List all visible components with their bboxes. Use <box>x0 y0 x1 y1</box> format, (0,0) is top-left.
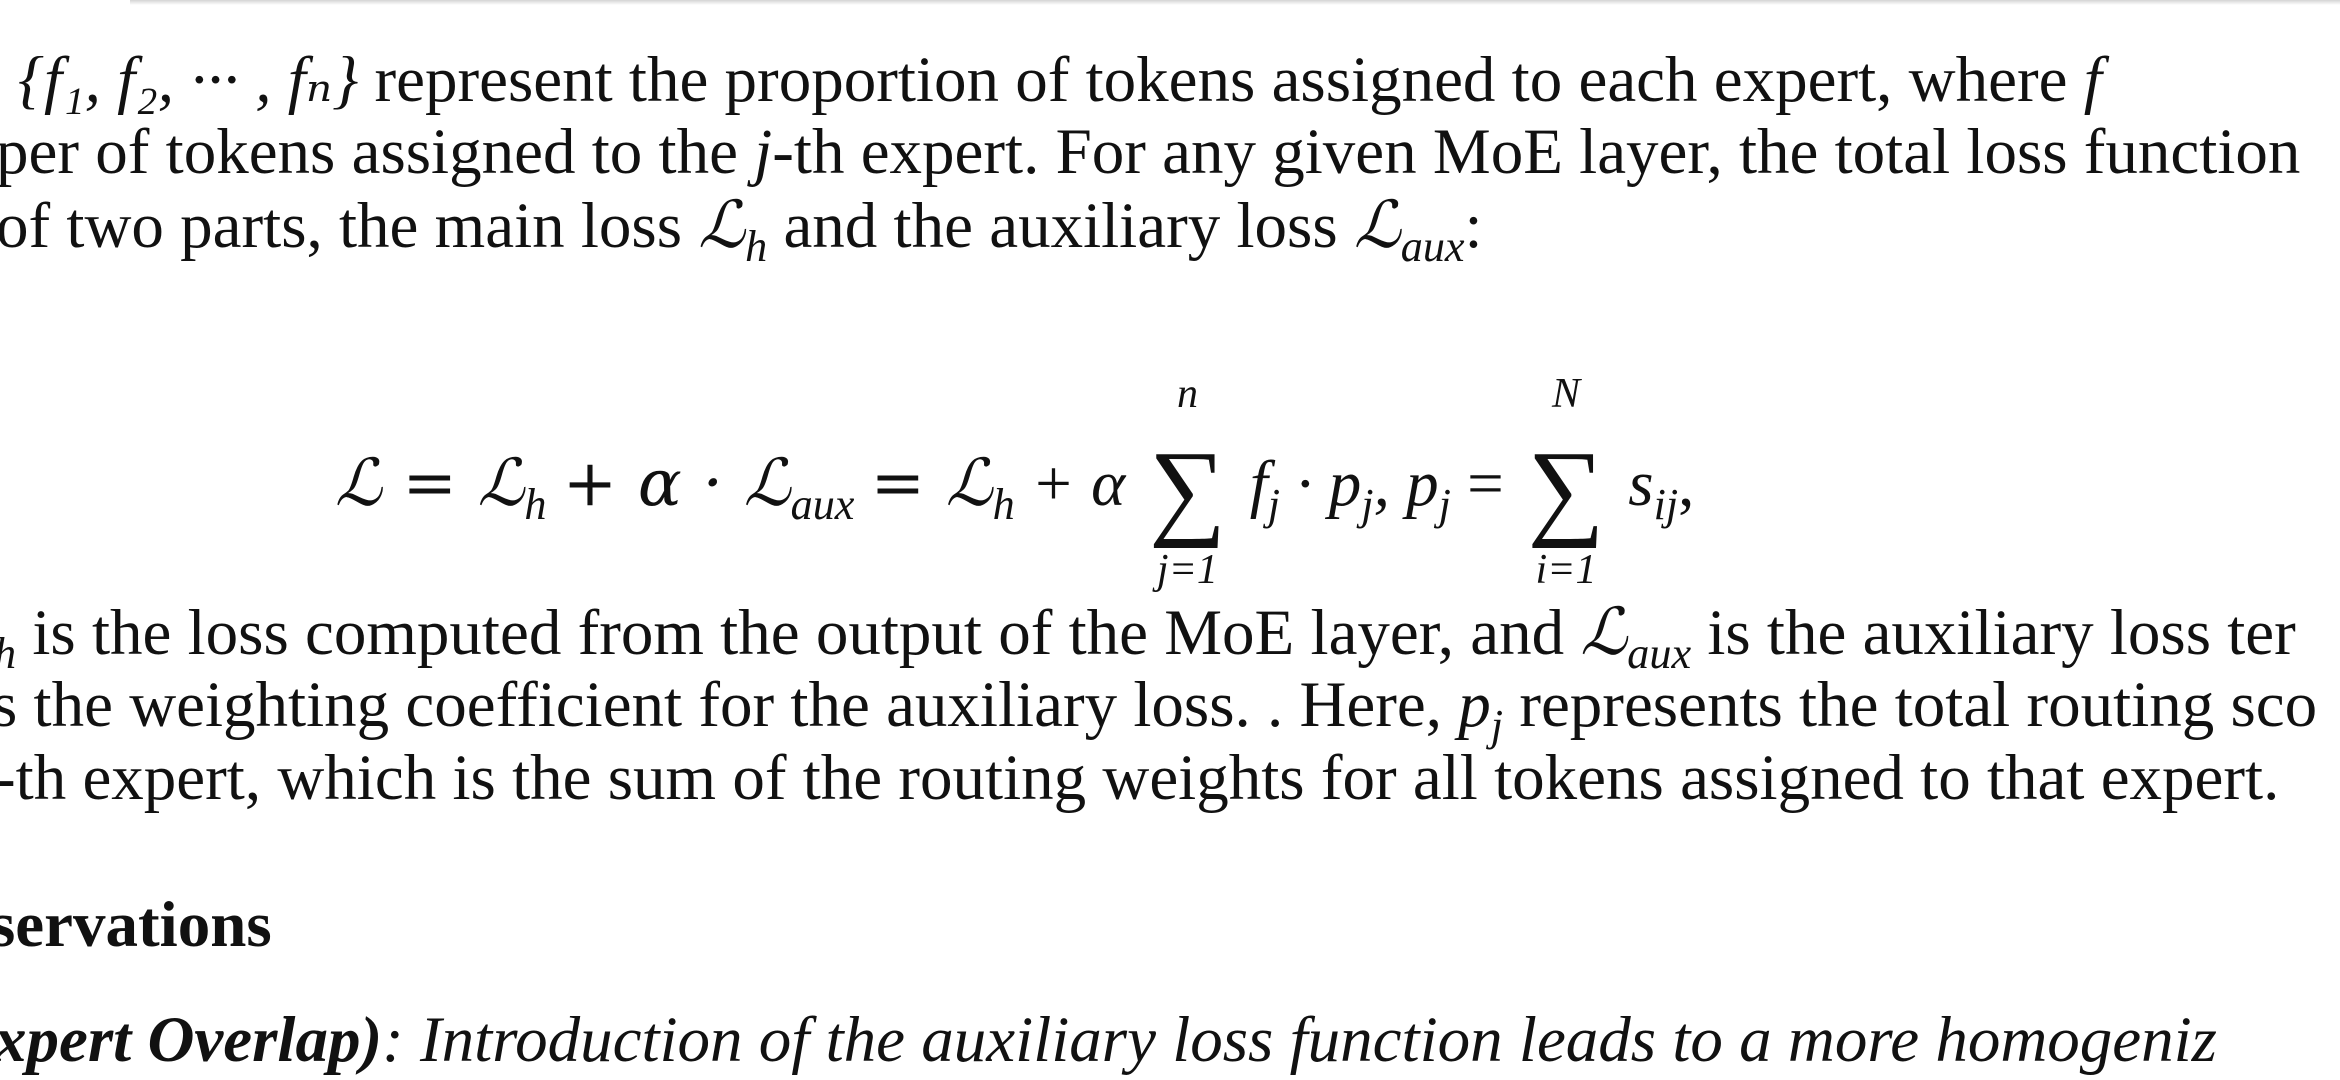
sum1-sigma: ∑ <box>1148 430 1226 549</box>
eq-part10: , <box>1678 447 1695 520</box>
paragraph1-line1: {f₁, f₂, ··· , fₙ} represent the proport… <box>18 48 2102 113</box>
sum2-upper-limit: N <box>1552 371 1581 417</box>
eq-part6: · p <box>1296 447 1362 520</box>
eq-part3: = ℒ <box>870 445 993 521</box>
sum2-lower-limit: i=1 <box>1535 547 1597 593</box>
sum1-upper-limit: n <box>1176 371 1198 417</box>
paragraph1-line3-before: of two parts, the main loss <box>0 190 683 262</box>
loss-main-symbol: ℒ <box>698 188 746 263</box>
paragraph1-line2: per of tokens assigned to the j-th exper… <box>0 120 2300 185</box>
eq-part5-sub: j <box>1267 480 1281 530</box>
paragraph2-line1: h is the loss computed from the output o… <box>0 597 2296 676</box>
section-heading: servations <box>0 889 272 961</box>
paragraph2-line3: -th expert, which is the sum of the rout… <box>0 746 2279 811</box>
paragraph1-line1-tail: f <box>2083 44 2102 116</box>
sum1-lower-limit: j=1 <box>1156 547 1218 593</box>
eq-part4: + α <box>1030 447 1126 520</box>
eq-part8: = <box>1467 447 1504 520</box>
eq-part9-sub: ij <box>1653 480 1679 530</box>
observation-label: xpert Overlap) <box>0 1004 383 1076</box>
paragraph1-line3-middle: and the auxiliary loss <box>783 190 1338 262</box>
paragraph2-line2-after: represents the total routing sco <box>1519 669 2318 741</box>
eq-part9: s <box>1628 447 1654 520</box>
observation-line: xpert Overlap): Introduction of the auxi… <box>0 1003 2217 1078</box>
summation-j: n ∑ j=1 <box>1141 371 1233 593</box>
paragraph2-line1-before: is the loss computed from the output of … <box>32 597 1565 669</box>
summation-i: N ∑ i=1 <box>1520 371 1612 593</box>
variable-p: p <box>1458 669 1491 741</box>
loss-aux-subscript: aux <box>1400 222 1465 272</box>
loss-main-subscript: h <box>745 222 768 272</box>
eq-part1: ℒ = ℒ <box>335 445 525 521</box>
loss-aux-symbol-2: ℒ <box>1580 595 1628 670</box>
leading-subscript: h <box>0 629 16 678</box>
paragraph2-line3-text: -th expert, which is the sum of the rout… <box>0 742 2280 814</box>
eq-part7: , p <box>1373 447 1439 520</box>
paragraph2-line1-after: is the auxiliary loss ter <box>1707 597 2296 669</box>
paragraph1-line3-after: : <box>1464 190 1483 262</box>
eq-part7-sub: j <box>1438 480 1451 530</box>
loss-aux-symbol: ℒ <box>1353 188 1401 263</box>
eq-part2: + α · ℒ <box>562 445 791 521</box>
paragraph1-line2-after: -th expert. For any given MoE layer, the… <box>772 116 2301 188</box>
paragraph2-line2-before: s the weighting coefficient for the auxi… <box>0 669 1443 741</box>
paragraph1-line2-before: per of tokens assigned to the <box>0 116 738 188</box>
eq-part3-sub: h <box>992 480 1015 530</box>
eq-part5: f <box>1249 447 1268 520</box>
eq-part1-sub: h <box>524 480 547 530</box>
sum2-sigma: ∑ <box>1527 430 1605 549</box>
paragraph1-line1-text: represent the proportion of tokens assig… <box>374 44 2068 116</box>
paragraph2-line2: s the weighting coefficient for the auxi… <box>0 673 2317 748</box>
eq-part2-sub: aux <box>790 480 855 530</box>
eq-part6-sub: j <box>1361 480 1374 530</box>
paragraph1-line3: of two parts, the main loss ℒh and the a… <box>0 190 1483 269</box>
loss-equation: ℒ = ℒh + α · ℒaux = ℒh + α n ∑ j=1 fj · … <box>335 370 1935 593</box>
top-shadow <box>130 0 2340 5</box>
equation-row: ℒ = ℒh + α · ℒaux = ℒh + α n ∑ j=1 fj · … <box>335 371 1695 593</box>
loss-aux-subscript-2: aux <box>1627 629 1692 679</box>
set-expression: {f₁, f₂, ··· , fₙ} <box>18 44 359 116</box>
observation-text: : Introduction of the auxiliary loss fun… <box>382 1004 2217 1076</box>
variable-p-subscript: j <box>1490 701 1504 751</box>
variable-j: j <box>754 116 773 188</box>
